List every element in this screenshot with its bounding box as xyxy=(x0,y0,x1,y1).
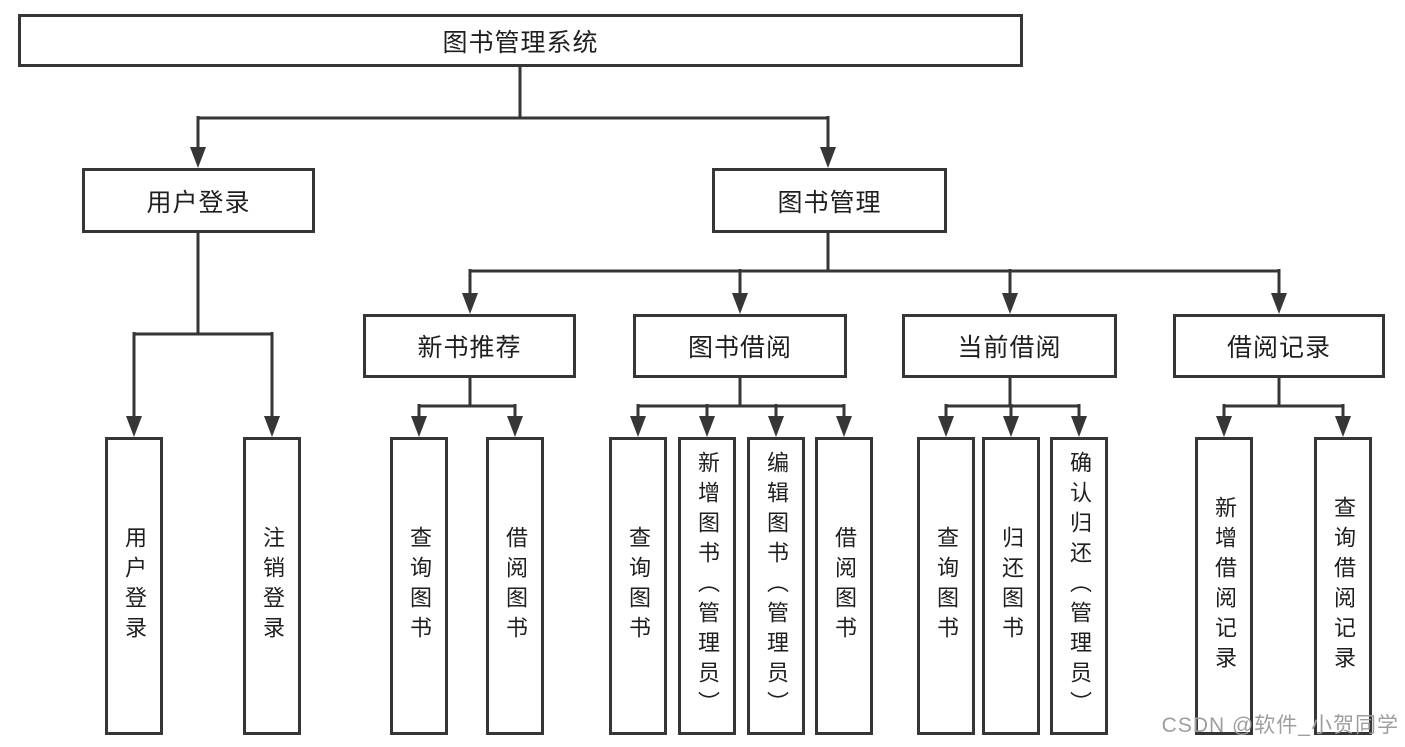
edge-root-to-level2 xyxy=(190,67,836,168)
node-label: 确认归还（管理员） xyxy=(1067,451,1092,721)
node-label: 归还图书 xyxy=(999,526,1024,646)
leaf-cb-query-books: 查询图书 xyxy=(917,437,975,735)
node-label: 查询图书 xyxy=(934,526,959,646)
leaf-nbr-borrow-books: 借阅图书 xyxy=(486,437,544,735)
node-label: 查询图书 xyxy=(407,526,432,646)
edge-book-borrowing-to-leaves xyxy=(630,378,852,437)
node-book-management: 图书管理 xyxy=(712,168,947,233)
edge-new-book-recommendation-to-leaves xyxy=(411,378,523,437)
leaf-nbr-query-books: 查询图书 xyxy=(390,437,448,735)
leaf-bb-query-books: 查询图书 xyxy=(609,437,667,735)
edge-current-borrowing-to-leaves xyxy=(938,378,1087,437)
node-label: 借阅记录 xyxy=(1226,334,1331,362)
node-user-login: 用户登录 xyxy=(82,168,315,233)
node-root: 图书管理系统 xyxy=(18,14,1023,67)
node-current-borrowing: 当前借阅 xyxy=(902,314,1117,378)
node-label: 用户登录 xyxy=(146,188,251,217)
node-new-book-recommendation: 新书推荐 xyxy=(363,314,576,378)
node-label: 当前借阅 xyxy=(957,334,1062,362)
node-borrowing-records: 借阅记录 xyxy=(1173,314,1385,378)
node-label: 新增图书（管理员） xyxy=(695,451,720,721)
node-label: 查询借阅记录 xyxy=(1331,496,1356,676)
node-label: 编辑图书（管理员） xyxy=(764,451,789,721)
leaf-cb-confirm-return-admin: 确认归还（管理员） xyxy=(1050,437,1108,735)
leaf-br-add-borrow-record: 新增借阅记录 xyxy=(1195,437,1253,735)
leaf-bb-edit-book-admin: 编辑图书（管理员） xyxy=(747,437,805,735)
csdn-watermark: CSDN @软件_小贺同学 xyxy=(1161,714,1399,737)
node-label: 查询图书 xyxy=(626,526,651,646)
node-label: 用户登录 xyxy=(122,526,147,646)
node-book-borrowing: 图书借阅 xyxy=(633,314,847,378)
node-label: 借阅图书 xyxy=(832,526,857,646)
leaf-bb-borrow-books: 借阅图书 xyxy=(815,437,873,735)
leaf-br-query-borrow-record: 查询借阅记录 xyxy=(1314,437,1372,735)
edge-borrowing-records-to-leaves xyxy=(1216,378,1351,437)
leaf-user-login: 用户登录 xyxy=(105,437,163,735)
edge-book-management-to-level3 xyxy=(462,233,1287,314)
node-label: 新书推荐 xyxy=(417,334,522,362)
node-label: 图书管理系统 xyxy=(442,28,599,57)
node-label: 新增借阅记录 xyxy=(1212,496,1237,676)
node-label: 注销登录 xyxy=(260,526,285,646)
leaf-cb-return-books: 归还图书 xyxy=(982,437,1040,735)
leaf-bb-add-book-admin: 新增图书（管理员） xyxy=(678,437,736,735)
edge-user-login-to-leaves xyxy=(126,233,280,437)
node-label: 图书管理 xyxy=(777,188,882,217)
node-label: 借阅图书 xyxy=(503,526,528,646)
node-label: 图书借阅 xyxy=(687,334,792,362)
leaf-logout: 注销登录 xyxy=(243,437,301,735)
